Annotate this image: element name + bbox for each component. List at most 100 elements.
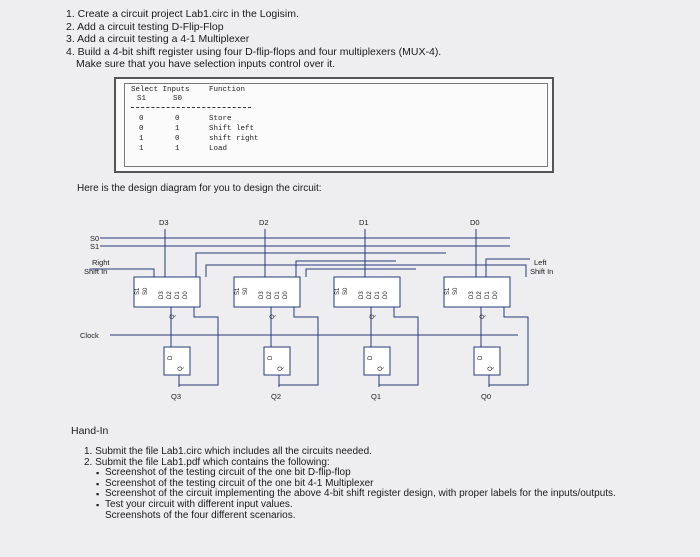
input-d0-label: D0 xyxy=(470,218,480,227)
select-inputs-header: Select Inputs xyxy=(131,86,190,94)
mux-0-s0-label: S0 xyxy=(453,287,459,295)
mux-group xyxy=(133,276,511,308)
mux-3-s1-label: S1 xyxy=(135,287,141,295)
mux-2-s0-label: S0 xyxy=(243,287,249,295)
output-q2-label: Q2 xyxy=(271,392,281,401)
row-1-s0: 1 xyxy=(175,125,180,133)
input-d3-label: D3 xyxy=(159,218,169,227)
s1-label: S1 xyxy=(90,242,99,251)
ff-0-d-label: D xyxy=(478,355,484,360)
row-2-fn: shift right xyxy=(209,135,259,143)
task-list: 1. Create a circuit project Lab1.circ in… xyxy=(66,8,441,71)
ff-3-d-label: D xyxy=(168,355,174,360)
row-1-s1: 0 xyxy=(139,125,144,133)
mux-1-d3-label: D3 xyxy=(359,291,365,299)
mux-1-output-label: Q xyxy=(370,314,376,319)
row-0-s0: 0 xyxy=(175,115,180,123)
output-q0-label: Q0 xyxy=(481,392,491,401)
mux-3-output-label: Q xyxy=(170,314,176,319)
bullet-4: Test your circuit with different input v… xyxy=(84,499,616,511)
mux-labels: S1 S0 D3 D2 D1 D0 S1 S0 D3 D2 D1 D0 S1 S… xyxy=(135,287,499,319)
right-shift-in-label-1: Right xyxy=(92,258,110,267)
function-table-inner: Select Inputs Function S1 S0 0 0 Store 0… xyxy=(124,83,548,167)
ff-2-d-label: D xyxy=(268,355,274,360)
submit-item-2: 2. Submit the file Lab1.pdf which contai… xyxy=(84,456,330,468)
task-3: 3. Add a circuit testing a 4-1 Multiplex… xyxy=(66,33,250,46)
mux-2-output-label: Q xyxy=(270,314,276,319)
mux-3-d1-label: D1 xyxy=(175,291,181,299)
bullet-5: Screenshots of the four different scenar… xyxy=(105,509,296,521)
mux-0-d3-label: D3 xyxy=(469,291,475,299)
flip-flop-3 xyxy=(163,346,191,376)
left-shift-in-label-2: Shift In xyxy=(530,267,553,276)
flip-flop-group xyxy=(163,346,501,376)
output-q3-label: Q3 xyxy=(171,392,181,401)
circuit-svg: S1 S0 D3 D2 D1 D0 S1 S0 D3 D2 D1 D0 S1 S… xyxy=(80,218,553,401)
ff-1-q-label: Q xyxy=(378,366,384,371)
flip-flop-2 xyxy=(263,346,291,376)
mux-0-d0-label: D0 xyxy=(493,291,499,299)
mux-0 xyxy=(443,276,511,308)
ff-2-q-label: Q xyxy=(278,366,284,371)
row-3-s0: 1 xyxy=(175,145,180,153)
mux-2-d1-label: D1 xyxy=(275,291,281,299)
mux-2-d2-label: D2 xyxy=(267,291,273,299)
output-q1-label: Q1 xyxy=(371,392,381,401)
mux-3-d2-label: D2 xyxy=(167,291,173,299)
mux-1-d0-label: D0 xyxy=(383,291,389,299)
input-d2-label: D2 xyxy=(259,218,269,227)
mux-0-d2-label: D2 xyxy=(477,291,483,299)
row-1-fn: Shift left xyxy=(209,125,255,133)
bullet-3: Screenshot of the circuit implementing t… xyxy=(84,489,616,500)
ff-1-d-label: D xyxy=(368,355,374,360)
mux-2-d0-label: D0 xyxy=(283,291,289,299)
mux-1-d2-label: D2 xyxy=(367,291,373,299)
mux-1-s0-label: S0 xyxy=(343,287,349,295)
row-2-s1: 1 xyxy=(139,135,144,143)
right-shift-in-label-2: Shift In xyxy=(84,267,107,276)
ff-3-q-label: Q xyxy=(178,366,184,371)
flip-flop-labels: D Q D Q D Q D Q xyxy=(168,355,494,371)
s1-header: S1 xyxy=(137,95,147,103)
header-divider xyxy=(131,107,251,108)
function-table: Select Inputs Function S1 S0 0 0 Store 0… xyxy=(114,77,554,173)
task-4: 4. Build a 4-bit shift register using fo… xyxy=(66,45,442,58)
diagram-caption: Here is the design diagram for you to de… xyxy=(77,183,322,194)
submit-item-1: 1. Submit the file Lab1.circ which inclu… xyxy=(84,446,372,457)
task-4-note: Make sure that you have selection inputs… xyxy=(76,58,336,71)
mux-1 xyxy=(333,276,401,308)
signal-labels: D3 D2 D1 D0 S0 S1 Right Shift In Left Sh… xyxy=(80,218,553,401)
row-0-fn: Store xyxy=(209,115,232,123)
task-1: 1. Create a circuit project Lab1.circ in… xyxy=(66,8,299,20)
flip-flop-0 xyxy=(473,346,501,376)
mux-0-s1-label: S1 xyxy=(445,287,451,295)
row-3-s1: 1 xyxy=(139,145,144,153)
mux-3-d0-label: D0 xyxy=(183,291,189,299)
mux-2-d3-label: D3 xyxy=(259,291,265,299)
input-d1-label: D1 xyxy=(359,218,369,227)
submission-list: 1. Submit the file Lab1.circ which inclu… xyxy=(84,446,616,521)
function-header: Function xyxy=(209,86,246,94)
ff-0-q-label: Q xyxy=(488,366,494,371)
left-shift-in-label-1: Left xyxy=(534,258,547,267)
mux-3-s0-label: S0 xyxy=(143,287,149,295)
row-2-s0: 0 xyxy=(175,135,180,143)
mux-0-d1-label: D1 xyxy=(485,291,491,299)
shift-register-diagram: S1 S0 D3 D2 D1 D0 S1 S0 D3 D2 D1 D0 S1 S… xyxy=(66,207,596,420)
mux-1-s1-label: S1 xyxy=(335,287,341,295)
mux-0-output-label: Q xyxy=(480,314,486,319)
bullet-1: Screenshot of the testing circuit of the… xyxy=(84,468,616,479)
clock-label: Clock xyxy=(80,331,99,340)
mux-1-d1-label: D1 xyxy=(375,291,381,299)
s0-label: S0 xyxy=(90,234,99,243)
mux-3-d3-label: D3 xyxy=(159,291,165,299)
task-2: 2. Add a circuit testing D-Flip-Flop xyxy=(66,20,224,33)
row-3-fn: Load xyxy=(209,145,228,153)
mux-3 xyxy=(133,276,201,308)
row-0-s1: 0 xyxy=(139,115,144,123)
bullet-2: Screenshot of the testing circuit of the… xyxy=(84,478,616,490)
flip-flop-1 xyxy=(363,346,391,376)
s0-header: S0 xyxy=(173,95,183,103)
hand-in-heading: Hand-In xyxy=(71,425,109,437)
mux-2-s1-label: S1 xyxy=(235,287,241,295)
